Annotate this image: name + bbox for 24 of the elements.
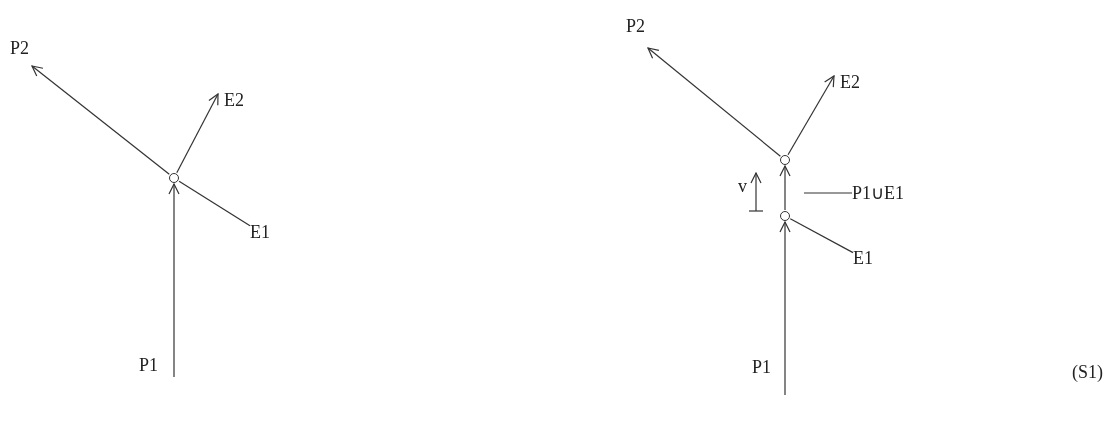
particle-line	[787, 75, 835, 156]
particle-label: P1∪E1	[852, 183, 904, 203]
edge-label: P2	[626, 16, 645, 36]
particle-line	[31, 65, 170, 175]
edge-label: P2	[10, 38, 29, 58]
particle-line	[176, 93, 219, 174]
edge-label: E2	[840, 72, 860, 92]
velocity-label: v	[738, 176, 747, 196]
vertex-circle	[779, 210, 790, 221]
edge-label: E2	[224, 90, 244, 110]
particle-line	[647, 47, 781, 157]
equation-number: (S1)	[1072, 362, 1103, 382]
particle-line	[779, 221, 791, 396]
leader-line	[803, 192, 853, 194]
edge-label: P1	[752, 357, 771, 377]
leader-line	[178, 180, 251, 227]
particle-label: E1	[250, 222, 270, 242]
vertex-circle	[779, 154, 790, 165]
particle-line	[168, 183, 180, 378]
vertex-circle	[168, 172, 179, 183]
leader-line	[789, 218, 854, 254]
particle-label: E1	[853, 248, 873, 268]
particle-line	[779, 165, 791, 211]
edge-label: P1	[139, 355, 158, 375]
